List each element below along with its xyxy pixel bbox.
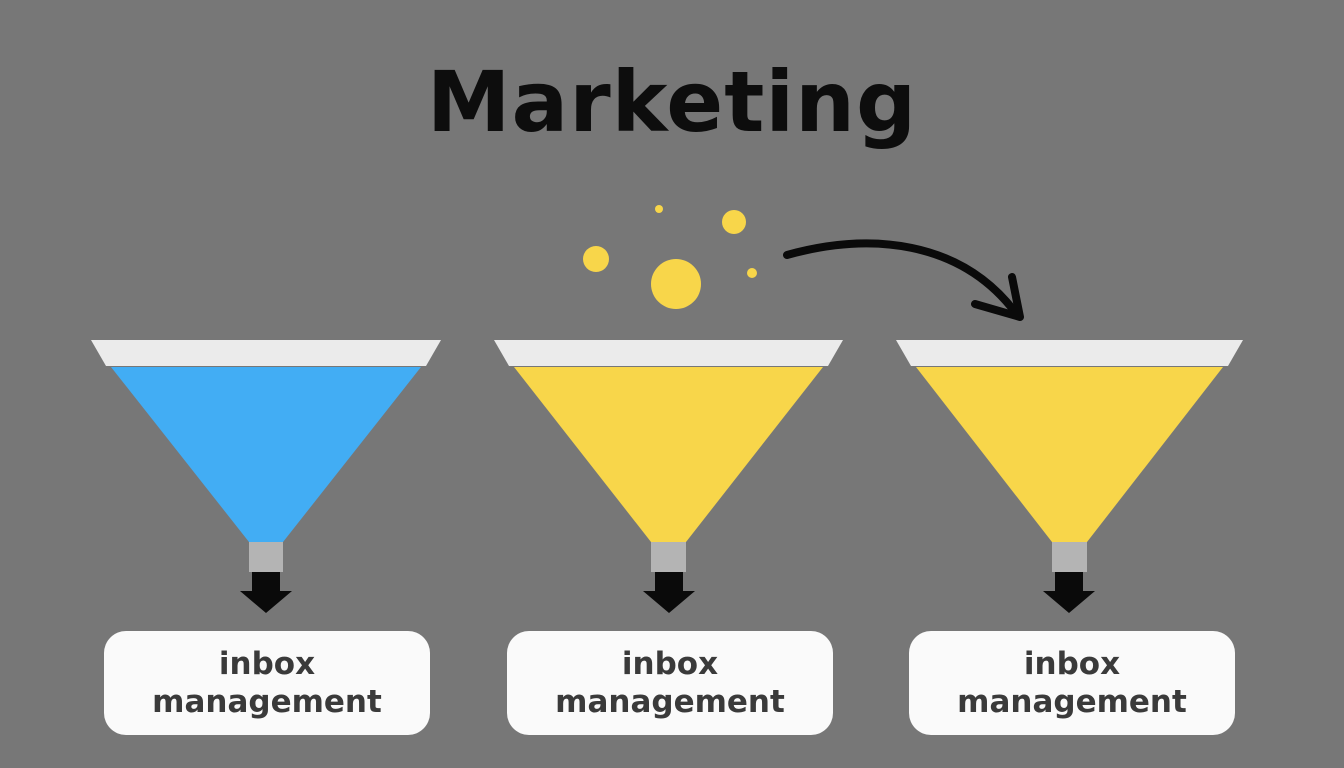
label-line-2: management [152,684,382,720]
funnel-3 [896,340,1243,613]
bubble-icon [747,268,757,278]
label-line-1: inbox [621,646,719,682]
label-line-1: inbox [218,646,316,682]
funnel-spout [249,542,283,572]
bubble-icon [651,259,701,309]
bubble-icon [655,205,663,213]
bubble-icon [722,210,746,234]
funnel-2-label: inbox management [507,631,833,735]
curved-arrow-icon [783,239,1024,321]
page-title: Marketing [426,53,918,151]
funnel-spout [1052,542,1087,572]
down-arrow-icon [643,572,695,613]
funnel-body [514,367,823,542]
funnel-body [111,367,421,542]
funnel-rim [896,340,1243,366]
funnel-3-label: inbox management [909,631,1235,735]
label-line-1: inbox [1023,646,1121,682]
label-line-2: management [957,684,1187,720]
funnel-body [916,367,1223,542]
funnel-spout [651,542,686,572]
bubble-icon [583,246,609,272]
bubbles-group [583,205,757,309]
down-arrow-icon [1043,572,1095,613]
down-arrow-icon [240,572,292,613]
funnel-rim [494,340,843,366]
funnel-rim [91,340,441,366]
funnel-1 [91,340,441,613]
funnel-1-label: inbox management [104,631,430,735]
label-line-2: management [555,684,785,720]
funnel-2 [494,340,843,613]
